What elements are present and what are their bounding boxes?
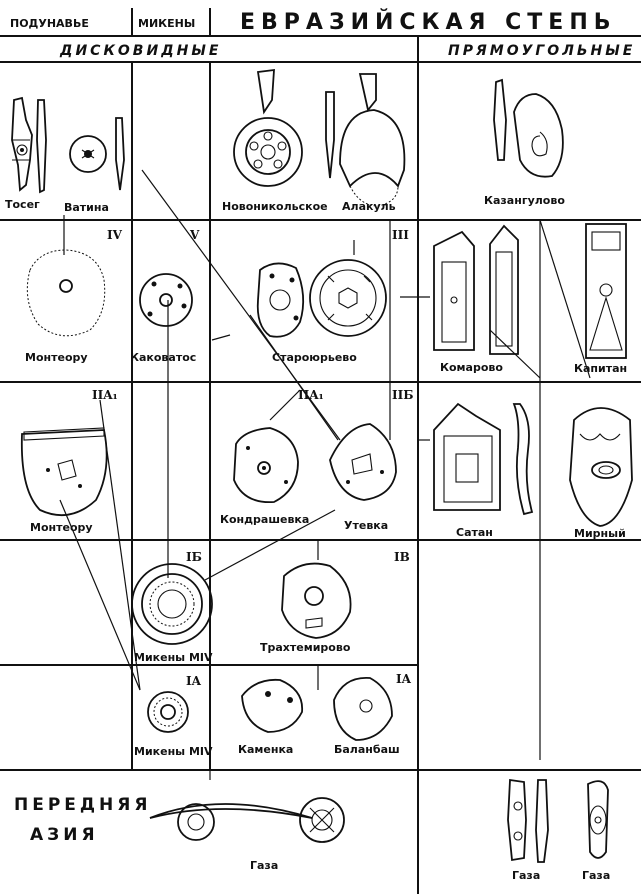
artifact-kamenka: [241, 678, 303, 733]
header-mycenae: МИКЕНЫ: [138, 17, 195, 30]
artifact-trakhtemirovo: [281, 562, 352, 639]
region-near-east-line-2: АЗИЯ: [30, 825, 99, 845]
label-komarovo: Комарово: [440, 361, 503, 374]
artifact-mikeny-miv-a: [131, 563, 213, 645]
artifact-komarovo: [433, 224, 519, 355]
label-monteoru-2: Монтеору: [30, 521, 93, 534]
label-novonikolskoe: Новоникольское: [222, 200, 328, 213]
artifact-toseg: [11, 96, 47, 194]
artifact-monteoru-2: [20, 427, 108, 517]
artifact-kapitan: [585, 223, 627, 359]
label-staroyurevo: Староюрьево: [272, 351, 357, 364]
artifact-satan: [433, 402, 534, 516]
type-label-v: V: [189, 228, 200, 242]
label-gaza-2: Газа: [512, 869, 540, 882]
label-satan: Сатан: [456, 526, 493, 539]
label-mikeny-miv-a: Микены MIV: [134, 651, 213, 664]
region-near-east-line-1: ПЕРЕДНЯЯ: [14, 795, 151, 815]
artifact-alakul: [325, 73, 406, 207]
artifact-monteoru-1: [26, 249, 106, 337]
type-label-ia-mid: IA: [186, 674, 202, 688]
header-eurasian-steppe: ЕВРАЗИЙСКАЯ СТЕПЬ: [240, 9, 617, 35]
label-toseg: Тосег: [5, 198, 40, 211]
artifact-vatina: [69, 117, 125, 191]
artifact-kazangulovo: [493, 78, 564, 178]
type-label-iv: IV: [107, 228, 123, 242]
artifact-balanbash: [333, 677, 393, 741]
type-label-iia1-left: IIA₁: [92, 388, 118, 402]
label-kakovatos: Каковатос: [130, 351, 196, 364]
artifact-gaza-disc: [149, 797, 345, 843]
label-gaza-3: Газа: [582, 869, 610, 882]
label-balanbash: Баланбаш: [334, 743, 400, 756]
label-monteoru-1: Монтеору: [25, 351, 88, 364]
typology-connections: [59, 169, 591, 780]
label-vatina: Ватина: [64, 201, 109, 214]
artifact-gaza-bar-2: [587, 780, 609, 859]
label-kamenka: Каменка: [238, 743, 293, 756]
header-danube: ПОДУНАВЬЕ: [10, 17, 89, 30]
artifact-novonikolskoe: [233, 68, 303, 187]
type-label-ia-right: IA: [396, 672, 412, 686]
label-alakul: Алакуль: [342, 200, 396, 213]
label-mikeny-miv-b: Микены MIV: [134, 745, 213, 758]
artifact-kondrashevka: [233, 427, 299, 503]
label-trakhtemirovo: Трахтемирово: [260, 641, 351, 654]
label-mirny: Мирный: [574, 527, 626, 540]
header-disc-shaped: ДИСКОВИДНЫЕ: [59, 43, 221, 59]
artifact-mirny: [569, 407, 633, 527]
label-utevka: Утевка: [344, 519, 388, 532]
label-gaza-1: Газа: [250, 859, 278, 872]
artifact-kakovatos: [139, 273, 193, 327]
type-label-iib: IIБ: [392, 388, 413, 402]
label-kazangulovo: Казангулово: [484, 194, 565, 207]
header-rectangular: ПРЯМОУГОЛЬНЫЕ: [448, 43, 635, 59]
label-kapitan: Капитан: [574, 362, 627, 375]
artifact-mikeny-miv-b: [147, 691, 189, 733]
artifact-gaza-bar-1: [507, 778, 549, 863]
type-label-iii: III: [392, 228, 409, 242]
label-kondrashevka: Кондрашевка: [220, 513, 309, 526]
type-label-iv-v: IВ: [394, 550, 410, 564]
artifact-staroyurevo-a: [256, 262, 305, 338]
artifact-staroyurevo-b: [309, 259, 387, 337]
artifact-utevka: [329, 423, 397, 501]
type-label-ib: IБ: [186, 550, 202, 564]
table-grid: [0, 8, 641, 894]
type-label-iia1-mid: IIA₁: [298, 388, 324, 402]
